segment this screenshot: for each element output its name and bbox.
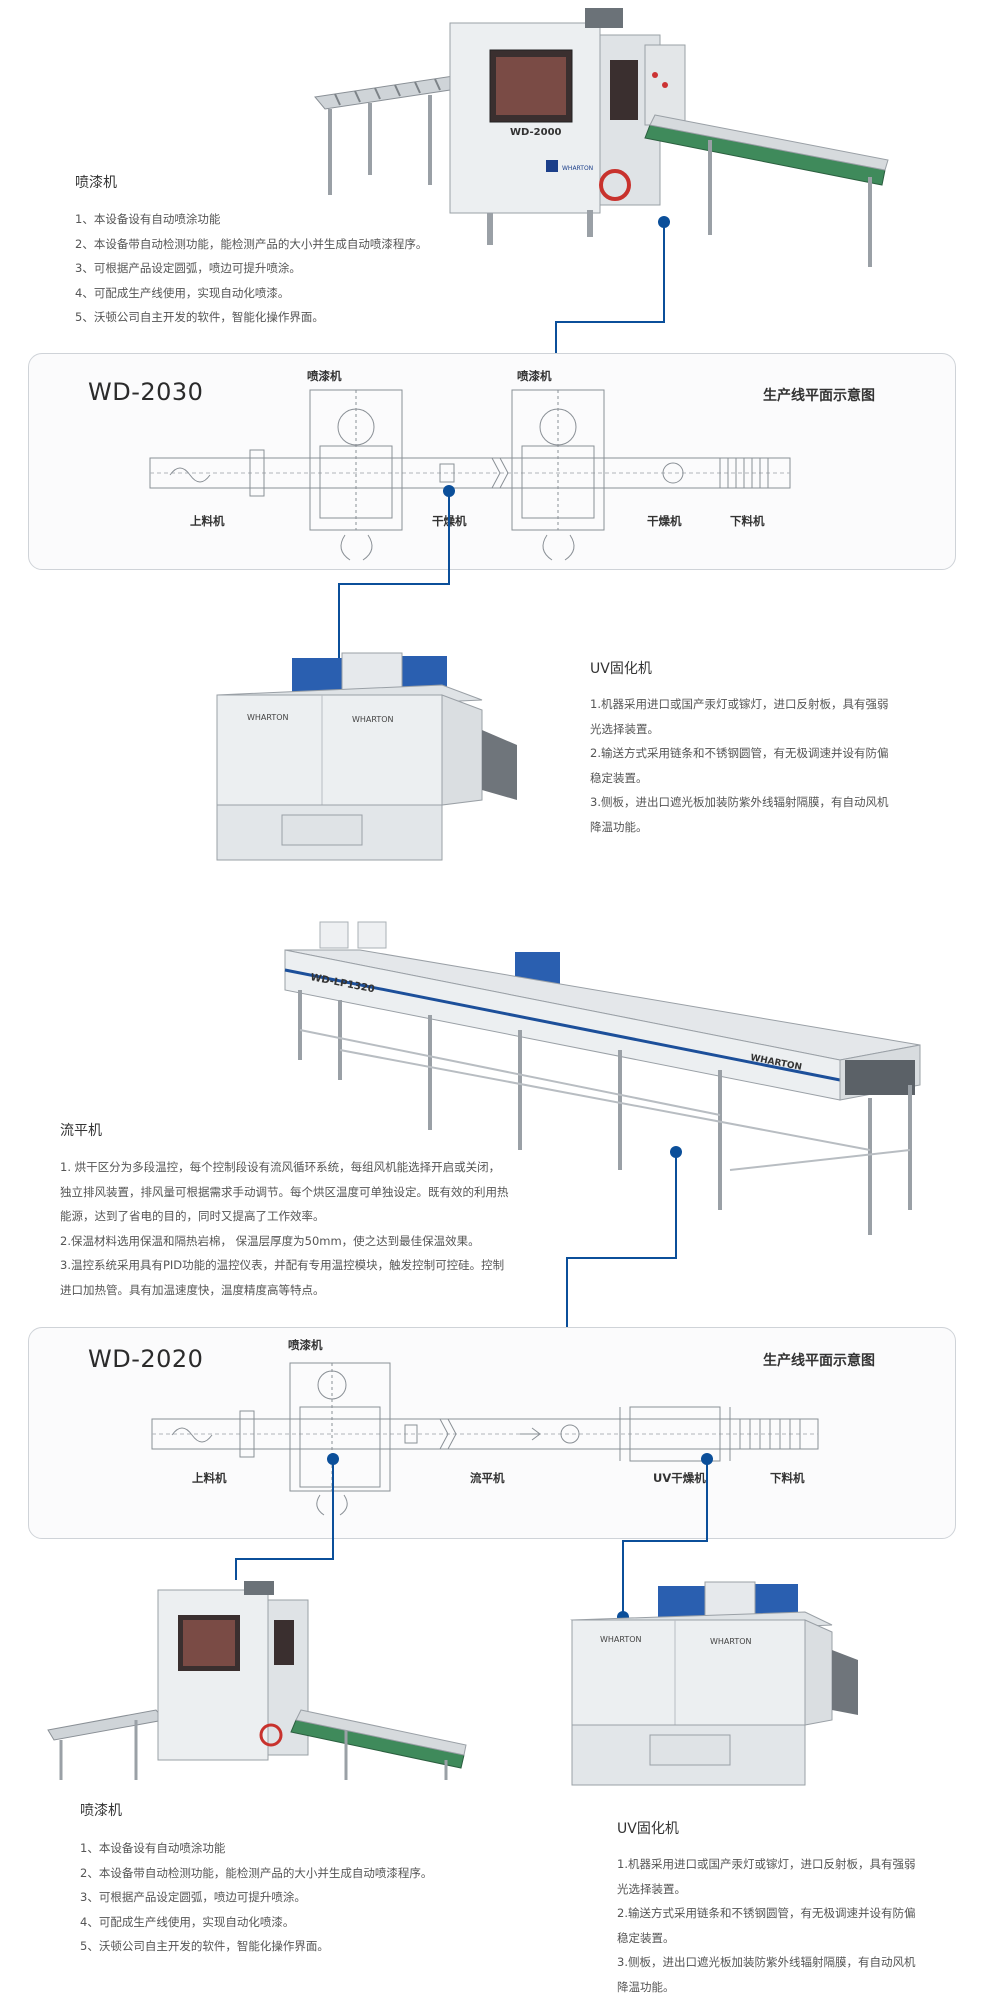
uv-curing-features-bottom: 1.机器采用进口或国产汞灯或镓灯，进口反射板，具有强弱光选择装置。 2.输送方式… [617, 1852, 917, 1999]
uv-curing-title: UV固化机 [590, 661, 652, 677]
uv-curing-features: 1.机器采用进口或国产汞灯或镓灯，进口反射板，具有强弱光选择装置。 2.输送方式… [590, 692, 890, 839]
feature-item: 1.机器采用进口或国产汞灯或镓灯，进口反射板，具有强弱光选择装置。 [617, 1857, 916, 1896]
schematic-label-leveler: 流平机 [470, 1471, 505, 1485]
feature-item: 1.机器采用进口或国产汞灯或镓灯，进口反射板，具有强弱光选择装置。 [590, 697, 889, 736]
panel-title: 生产线平面示意图 [763, 1353, 875, 1369]
leveling-machine-title: 流平机 [60, 1123, 102, 1139]
machine-brand-text: WHARTON [247, 713, 289, 722]
connector-line [675, 1152, 677, 1258]
feature-item: 3.侧板，进出口遮光板加装防紫外线辐射隔膜，有自动风机降温功能。 [590, 795, 889, 834]
feature-item: 5、沃顿公司自主开发的软件，智能化操作界面。 [75, 310, 324, 324]
schematic-label-spray: 喷漆机 [517, 369, 552, 383]
feature-item: 1、本设备设有自动喷涂功能 [75, 212, 221, 226]
leveling-machine-image: WD-LP1320 WHARTON [280, 920, 925, 1245]
connector-line [622, 1540, 708, 1542]
machine-model-text: WD-2000 [510, 127, 562, 138]
connector-line [338, 583, 340, 675]
feature-item: 2、本设备带自动检测功能，能检测产品的大小并生成自动喷漆程序。 [75, 236, 428, 251]
feature-item: 2.保温材料选用保温和隔热岩棉， 保温层厚度为50mm，使之达到最佳保温效果。 [60, 1233, 480, 1248]
schematic-label-unloader: 下料机 [730, 514, 765, 528]
machine-brand-text: WHARTON [352, 715, 394, 724]
feature-item: 2.输送方式采用链条和不锈钢圆管，有无极调速并设有防偏稳定装置。 [590, 746, 889, 785]
schematic-label-uvdryer: UV干燥机 [653, 1471, 706, 1485]
connector-line [235, 1558, 334, 1560]
machine-brand-text: WHARTON [562, 165, 593, 172]
connector-line [622, 1540, 624, 1616]
feature-item: 3.温控系统采用具有PID功能的温控仪表，并配有专用温控模块，触发控制可控硅。控… [60, 1258, 505, 1297]
spray-machine-title-bottom: 喷漆机 [80, 1803, 122, 1819]
feature-item: 2.输送方式采用链条和不锈钢圆管，有无极调速并设有防偏稳定装置。 [617, 1906, 916, 1945]
feature-item: 4、可配成生产线使用，实现自动化喷漆。 [75, 285, 290, 300]
schematic-label-spray: 喷漆机 [288, 1338, 323, 1352]
connector-line [706, 1459, 708, 1541]
schematic-label-loader: 上料机 [190, 514, 225, 528]
connector-line [566, 1257, 677, 1259]
feature-item: 1. 烘干区分为多段温控，每个控制段设有流风循环系统，每组风机能选择开启或关闭，… [60, 1160, 509, 1223]
panel-model: WD-2020 [88, 1345, 204, 1373]
spray-machine-features-bottom: 1、本设备设有自动喷涂功能 2、本设备带自动检测功能，能检测产品的大小并生成自动… [80, 1836, 500, 1959]
connector-line [555, 321, 665, 323]
leveling-machine-features: 1. 烘干区分为多段温控，每个控制段设有流风循环系统，每组风机能选择开启或关闭，… [60, 1155, 510, 1302]
spray-machine-features: 1、本设备设有自动喷涂功能 2、本设备带自动检测功能，能检测产品的大小并生成自动… [75, 207, 495, 330]
spray-machine-image: WD-2000 WHARTON [310, 5, 890, 280]
machine-brand-text: WHARTON [710, 1637, 752, 1646]
feature-item: 5、沃顿公司自主开发的软件，智能化操作界面。 [80, 1939, 329, 1953]
schematic-label-spray: 喷漆机 [307, 369, 342, 383]
schematic-label-unloader: 下料机 [770, 1471, 805, 1485]
connector-line [663, 222, 665, 322]
machine-brand-text: WHARTON [600, 1635, 642, 1644]
panel-title: 生产线平面示意图 [763, 388, 875, 404]
schematic-label-loader: 上料机 [192, 1471, 227, 1485]
connector-line [235, 1558, 237, 1596]
feature-item: 4、可配成生产线使用，实现自动化喷漆。 [80, 1914, 295, 1929]
connector-line [338, 583, 450, 585]
production-line-schematic-wd2020 [151, 1362, 819, 1516]
spray-machine-image-bottom [46, 1580, 470, 1780]
uv-curing-machine-image-bottom: WHARTON WHARTON [570, 1580, 860, 1790]
uv-curing-machine-image: WHARTON WHARTON [212, 650, 522, 870]
feature-item: 3、可根据产品设定圆弧，喷边可提升喷涂。 [75, 261, 301, 275]
schematic-label-dryer: 干燥机 [647, 514, 682, 528]
feature-item: 3.侧板，进出口遮光板加装防紫外线辐射隔膜，有自动风机降温功能。 [617, 1955, 916, 1994]
feature-item: 1、本设备设有自动喷涂功能 [80, 1841, 226, 1855]
spray-machine-title: 喷漆机 [75, 175, 117, 191]
panel-model: WD-2030 [88, 378, 204, 406]
connector-line [448, 491, 450, 584]
layout-panel-wd2030 [28, 353, 956, 570]
layout-panel-wd2020 [28, 1327, 956, 1539]
production-line-schematic-wd2030 [149, 389, 791, 561]
uv-curing-title-bottom: UV固化机 [617, 1821, 679, 1837]
feature-item: 2、本设备带自动检测功能，能检测产品的大小并生成自动喷漆程序。 [80, 1865, 433, 1880]
feature-item: 3、可根据产品设定圆弧，喷边可提升喷涂。 [80, 1890, 306, 1904]
connector-line [332, 1459, 334, 1559]
